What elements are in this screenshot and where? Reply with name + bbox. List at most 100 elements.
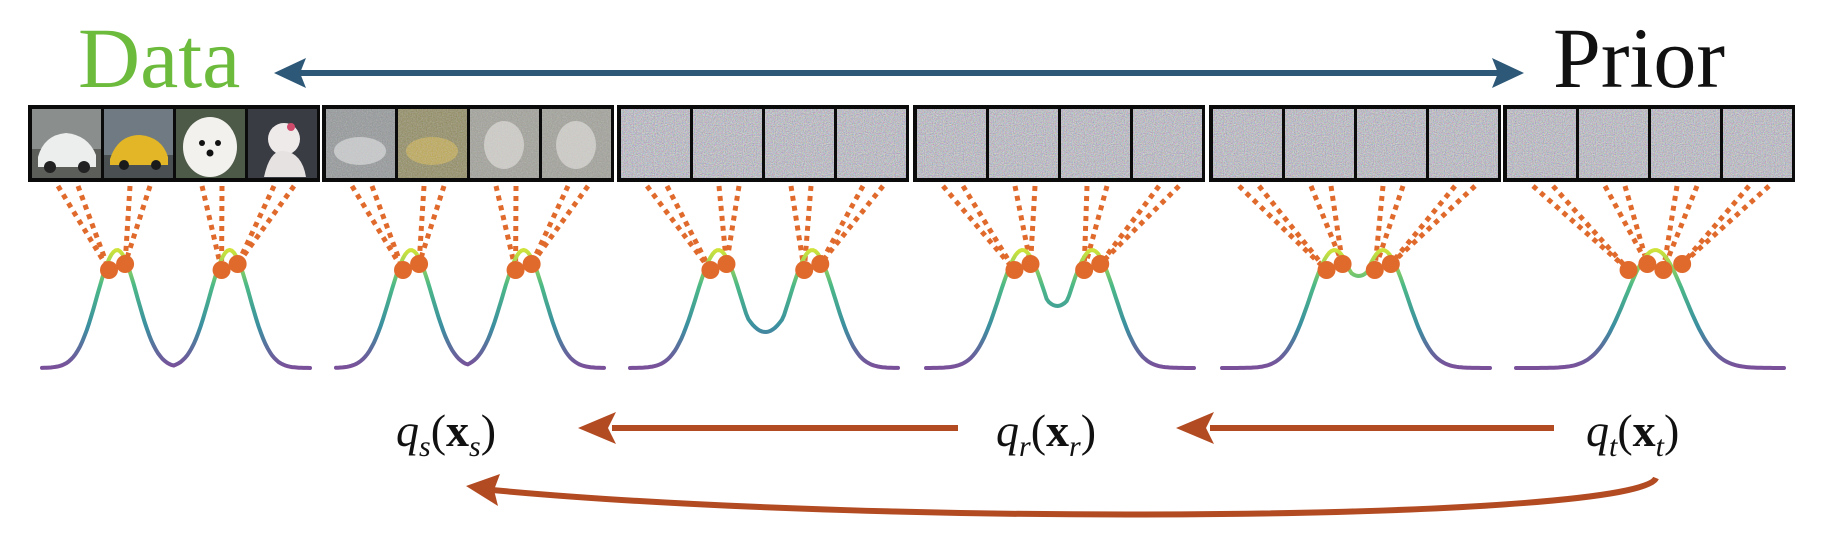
thumbnail-noise [1357, 109, 1426, 178]
sample-dot [1673, 255, 1692, 273]
connector-line [941, 184, 1017, 272]
connector-line [529, 184, 571, 266]
connector-line [960, 184, 1017, 272]
sample-dot [1075, 261, 1094, 279]
marginal-q-t: qt(xt) [1586, 405, 1680, 463]
thumbnail-noise [693, 109, 762, 178]
sample-dot [1333, 255, 1352, 273]
thumbnail-noise [989, 109, 1058, 178]
thumbnail-noise [917, 109, 986, 178]
density-curve-4 [924, 247, 1196, 370]
connector-line [1372, 185, 1406, 271]
thumbnail-noise [1213, 109, 1282, 178]
sample-dot [1317, 261, 1336, 279]
sample-dot [394, 261, 412, 279]
sample-dot [1619, 261, 1638, 279]
marginal-q-s: qs(xs) [396, 405, 497, 463]
thumbnail-noise [1507, 109, 1576, 178]
thumbnail-noise [1133, 109, 1202, 178]
sample-dot [811, 255, 830, 273]
thumbnail-noise [1579, 109, 1648, 178]
density-curve-3 [628, 248, 900, 370]
thumbnail-noise [1061, 109, 1130, 178]
thumbnail-noise [1429, 109, 1498, 178]
sample-dot [701, 261, 720, 279]
density-curve-2 [334, 247, 606, 370]
sample-dot [212, 261, 231, 279]
connector-line [1328, 185, 1346, 265]
connector-line [645, 184, 713, 272]
connector-line [493, 185, 518, 271]
connector-line [529, 184, 591, 266]
thumbnail-noise [765, 109, 834, 178]
sample-dot [228, 255, 247, 273]
connector-line [1531, 184, 1631, 272]
thumbnail-noise [837, 109, 906, 178]
prior-label: Prior [1553, 10, 1725, 106]
density-curve-5 [1220, 247, 1492, 370]
connector-line [664, 184, 713, 272]
thumbnail-noise [621, 109, 690, 178]
thumbnail-noisy-dog [470, 109, 539, 178]
thumbnail-noise [1723, 109, 1792, 178]
sample-dot [100, 261, 118, 279]
connector-line [1028, 185, 1038, 265]
connector-line [1622, 185, 1650, 265]
connector-line [235, 184, 297, 266]
connector-line [349, 184, 406, 272]
arrow-head-t-to-s [466, 474, 500, 506]
connector-line [716, 185, 729, 265]
connector-line [1237, 184, 1329, 272]
sample-dot [1365, 261, 1384, 279]
connector-line [818, 184, 866, 266]
connector-line [1098, 184, 1161, 266]
connector-line [235, 184, 277, 266]
thumbnail-noisy-dog [542, 109, 611, 178]
connector-line [1680, 184, 1771, 266]
thumbnail-white-dog [176, 109, 245, 178]
image-group-3 [617, 105, 909, 182]
connector-line [55, 184, 112, 272]
image-group-6 [1503, 105, 1795, 182]
marginal-q-r: qr(xr) [996, 405, 1097, 463]
thumbnail-noise [1651, 109, 1720, 178]
sample-dot [717, 255, 736, 273]
connector-line [369, 185, 406, 271]
connector-line [199, 185, 224, 271]
sample-dot [1021, 255, 1040, 273]
connector-line [416, 185, 447, 265]
connector-line [75, 185, 112, 271]
connector-line [122, 185, 153, 265]
sample-dot [506, 261, 525, 279]
thumbnail-white-car [32, 109, 101, 178]
data-prior-arrow [274, 58, 1524, 88]
data-label: Data [78, 10, 241, 106]
sample-dot [1654, 261, 1673, 279]
connector-line [788, 185, 807, 271]
connector-line [818, 184, 885, 266]
arrow-head-r-to-s [578, 412, 616, 444]
connector-line [1551, 184, 1631, 272]
sample-dot [795, 261, 814, 279]
sample-dot [522, 255, 541, 273]
arrow-head-t-to-r [1176, 412, 1214, 444]
connector-line [724, 185, 742, 265]
connector-line [1098, 184, 1181, 266]
sample-dot [116, 255, 135, 273]
connector-lines [55, 184, 1771, 272]
sample-dot [1005, 261, 1024, 279]
marginal-arrows [466, 412, 1659, 518]
connector-line [1012, 185, 1033, 265]
connector-line [1602, 184, 1650, 266]
connector-line [122, 185, 133, 265]
thumbnail-yellow-car [104, 109, 173, 178]
connector-line [1388, 184, 1457, 266]
sample-dot [1638, 255, 1657, 273]
image-strip [28, 105, 1795, 182]
image-group-1 [28, 105, 320, 182]
sample-dot [410, 255, 429, 273]
connector-line [1680, 184, 1751, 266]
thumbnail-noise [1285, 109, 1354, 178]
thumbnail-white-dog-dark-bg [248, 109, 317, 178]
